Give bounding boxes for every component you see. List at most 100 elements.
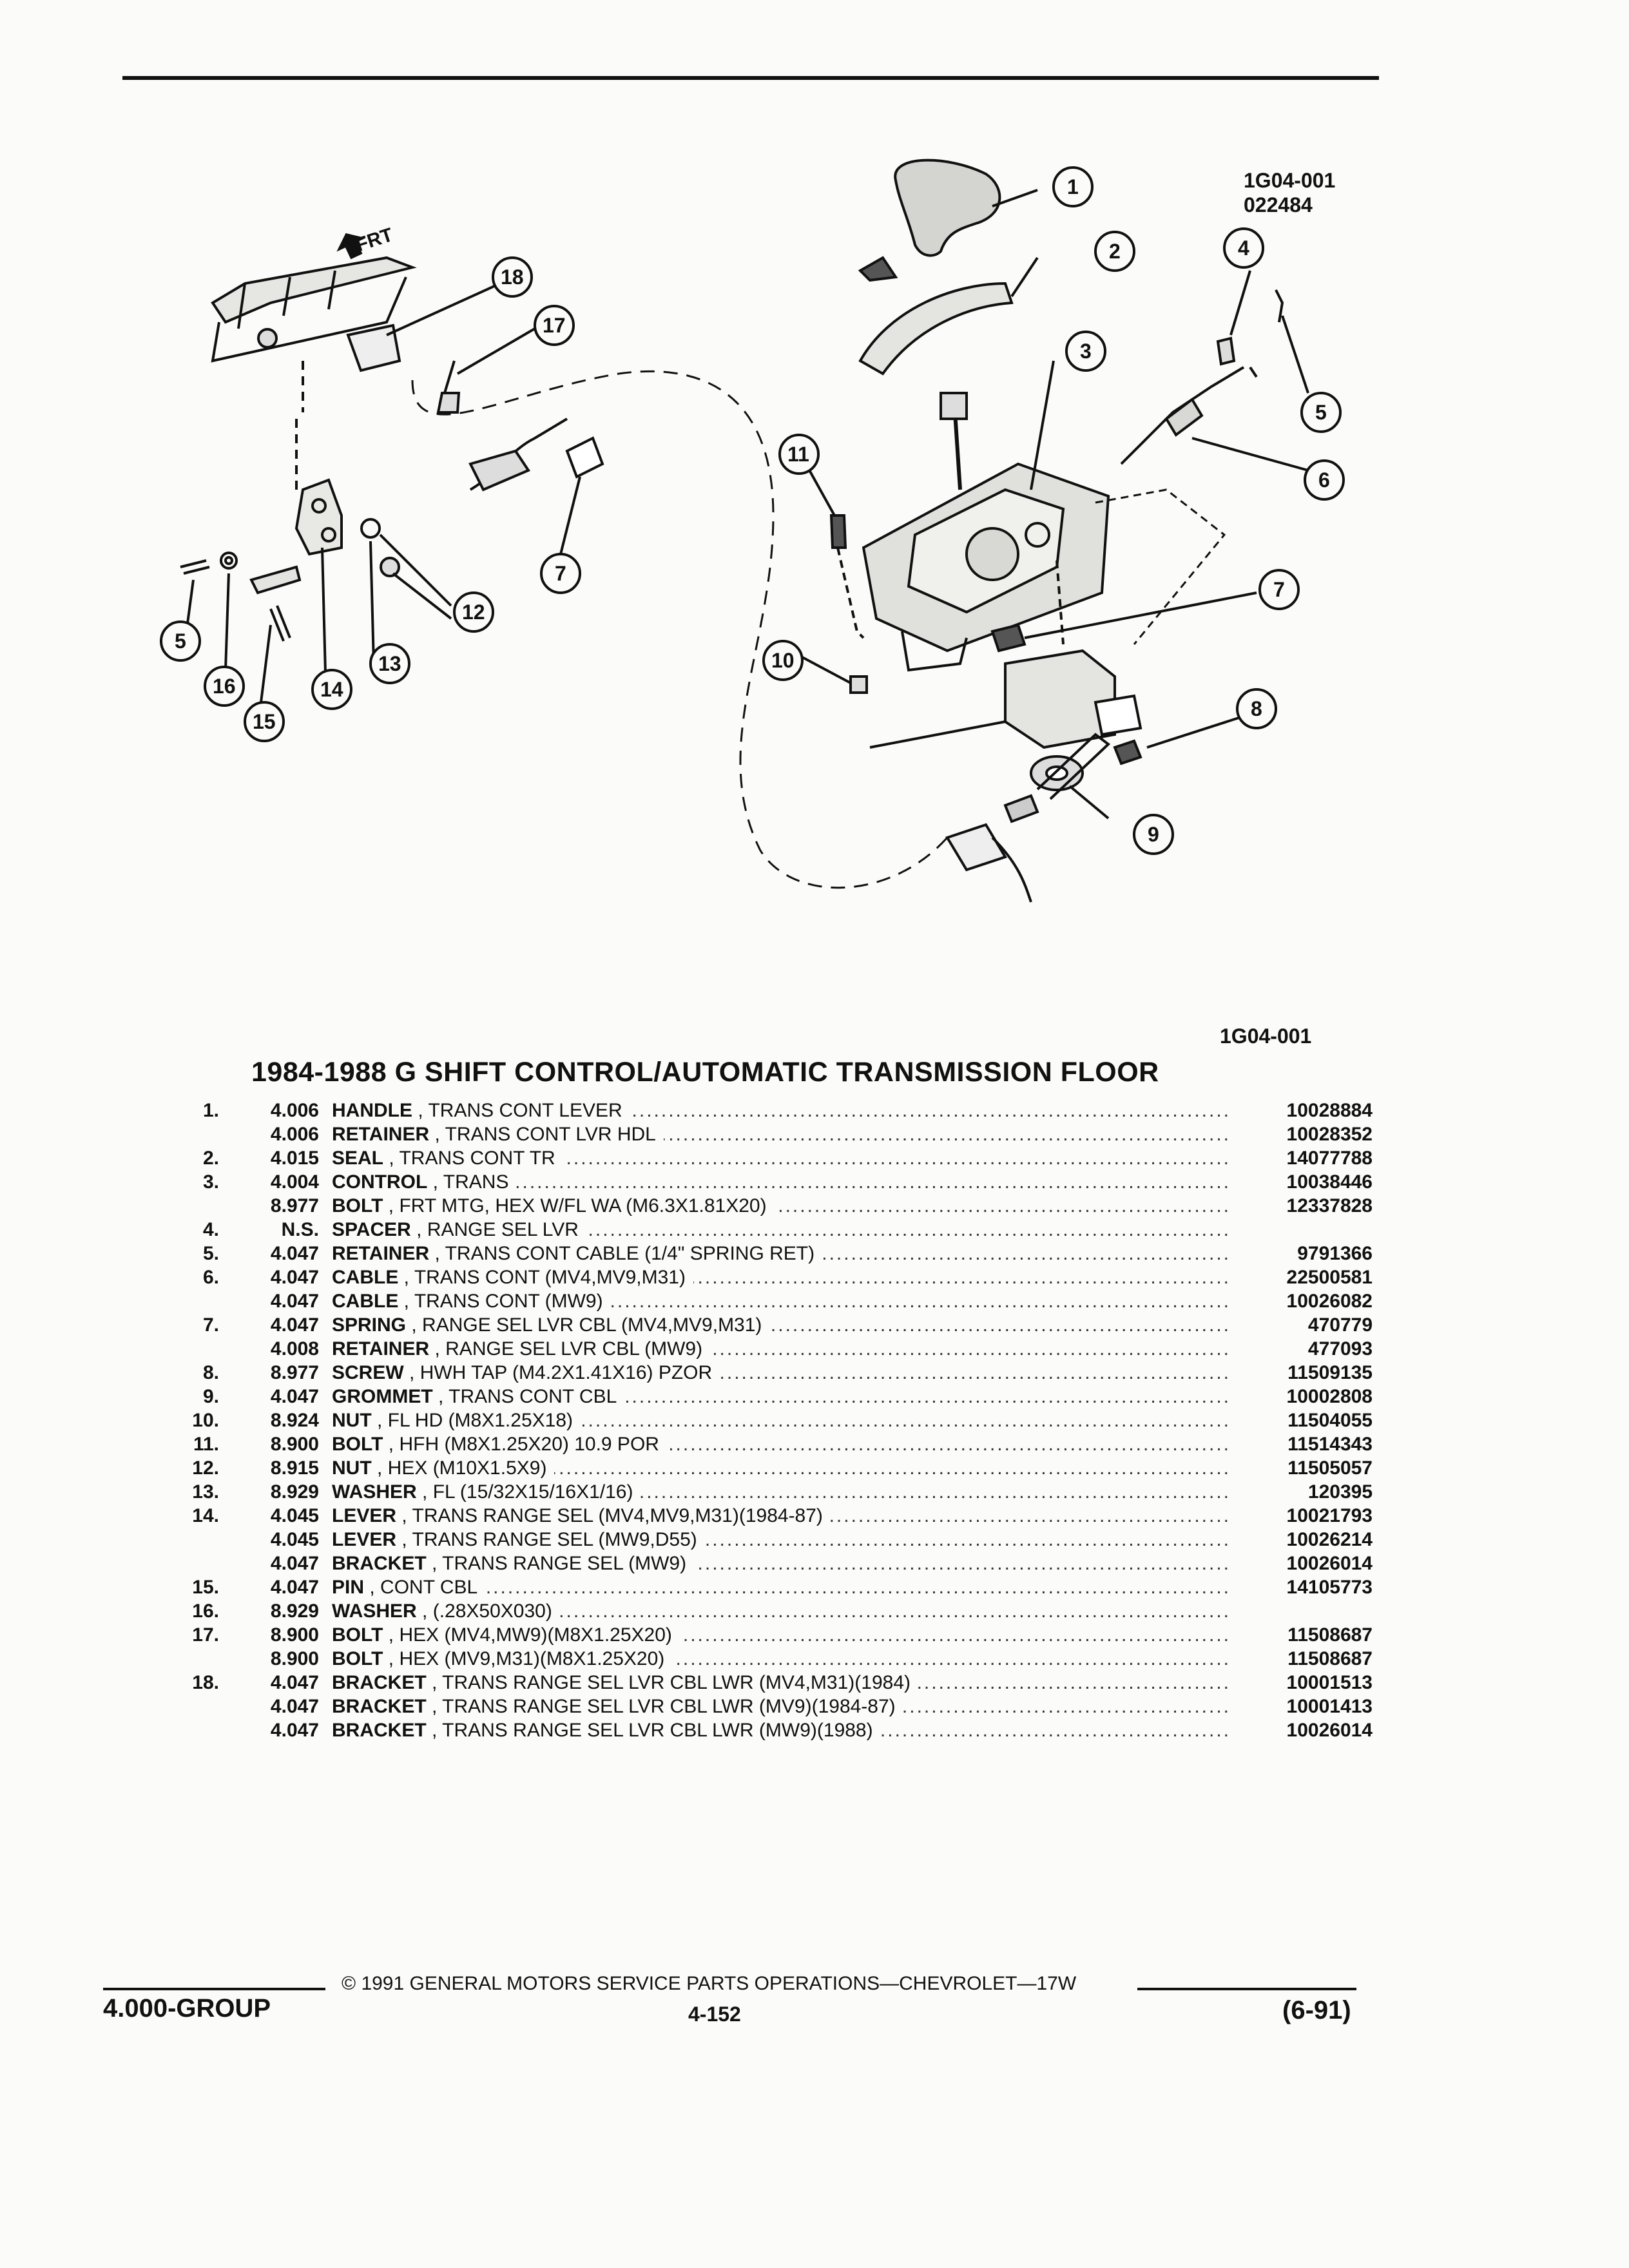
description-cell: ........................................…: [332, 1647, 1231, 1671]
table-row: 8.900...................................…: [161, 1647, 1373, 1671]
item-number: 2.: [202, 1148, 219, 1169]
table-row: 8.8.977.................................…: [161, 1361, 1373, 1385]
part-detail: HEX (M10X1.5X9): [387, 1457, 547, 1479]
callout-13: 13: [378, 652, 401, 675]
description-cell: ........................................…: [332, 1170, 1231, 1194]
part-name: CABLE: [332, 1291, 399, 1312]
part-number: 10026014: [1286, 1553, 1373, 1574]
description-cell: ........................................…: [332, 1480, 1231, 1504]
part-description: BRACKET , TRANS RANGE SEL LVR CBL LWR (M…: [332, 1695, 903, 1718]
illustration-ref-id: 1G04-001: [1244, 169, 1336, 192]
part-description: LEVER , TRANS RANGE SEL (MV4,MV9,M31)(19…: [332, 1504, 831, 1528]
part-number: 10038446: [1286, 1171, 1373, 1193]
part-number: 14077788: [1286, 1148, 1373, 1169]
part-number: 10026082: [1286, 1291, 1373, 1312]
part-detail: TRANS RANGE SEL LVR CBL LWR (MW9)(1988): [442, 1720, 873, 1741]
description-cell: ........................................…: [332, 1456, 1231, 1480]
part-detail: RANGE SEL LVR: [427, 1219, 579, 1240]
item-number: 1.: [202, 1100, 219, 1121]
group-number: 4.047: [270, 1696, 319, 1717]
part-name: LEVER: [332, 1529, 397, 1550]
part-number: 10028352: [1286, 1124, 1373, 1145]
part-name: BOLT: [332, 1624, 383, 1646]
group-number: 4.047: [270, 1314, 319, 1336]
part-name: LEVER: [332, 1505, 397, 1526]
part-description: HANDLE , TRANS CONT LEVER: [332, 1099, 630, 1122]
group-number: N.S.: [281, 1219, 319, 1240]
part-name: SEAL: [332, 1148, 384, 1169]
callout-12: 12: [462, 601, 485, 624]
footer-copyright: © 1991 GENERAL MOTORS SERVICE PARTS OPER…: [342, 1973, 1077, 1994]
part-number: 470779: [1307, 1314, 1373, 1336]
table-row: 3.4.004.................................…: [161, 1170, 1373, 1194]
part-description: CABLE , TRANS CONT (MW9): [332, 1289, 611, 1313]
callout-18: 18: [501, 265, 524, 289]
description-cell: ........................................…: [332, 1599, 1231, 1623]
footer-rule-right: [1137, 1988, 1356, 1990]
part-name: BOLT: [332, 1195, 383, 1216]
illustration-date-code: 022484: [1244, 193, 1313, 216]
group-number: 4.047: [270, 1291, 319, 1312]
item-number: 3.: [202, 1171, 219, 1193]
part-name: NUT: [332, 1457, 372, 1479]
description-cell: ........................................…: [332, 1099, 1231, 1122]
item-number: 12.: [192, 1457, 219, 1479]
group-number: 4.047: [270, 1386, 319, 1407]
part-number: 11509135: [1287, 1362, 1373, 1383]
item-number: 10.: [192, 1410, 219, 1431]
description-cell: ........................................…: [332, 1408, 1231, 1432]
description-cell: ........................................…: [332, 1361, 1231, 1385]
part-description: LEVER , TRANS RANGE SEL (MW9,D55): [332, 1528, 705, 1552]
description-cell: ........................................…: [332, 1695, 1231, 1718]
table-row: 5.4.047.................................…: [161, 1242, 1373, 1265]
part-description: BOLT , HEX (MV4,MW9)(M8X1.25X20): [332, 1623, 680, 1647]
part-name: RETAINER: [332, 1243, 430, 1264]
description-cell: ........................................…: [332, 1528, 1231, 1552]
part-number: 477093: [1307, 1338, 1373, 1360]
table-row: 17.8.900................................…: [161, 1623, 1373, 1647]
group-number: 8.929: [270, 1600, 319, 1622]
callout-7: 7: [1273, 578, 1285, 601]
table-row: 12.8.915................................…: [161, 1456, 1373, 1480]
description-cell: ........................................…: [332, 1337, 1231, 1361]
item-number: 9.: [202, 1386, 219, 1407]
part-name: WASHER: [332, 1481, 417, 1503]
part-detail: TRANS CONT (MV4,MV9,M31): [414, 1267, 686, 1288]
table-row: 1.4.006.................................…: [161, 1099, 1373, 1122]
table-row: 11.8.900................................…: [161, 1432, 1373, 1456]
description-cell: ........................................…: [332, 1194, 1231, 1218]
part-number: 12337828: [1286, 1195, 1373, 1216]
part-description: NUT , FL HD (M8X1.25X18): [332, 1408, 581, 1432]
part-name: GROMMET: [332, 1386, 433, 1407]
part-number: 10021793: [1286, 1505, 1373, 1526]
description-cell: ........................................…: [332, 1504, 1231, 1528]
description-cell: ........................................…: [332, 1146, 1231, 1170]
description-cell: ........................................…: [332, 1218, 1231, 1242]
table-row: 18.4.047................................…: [161, 1671, 1373, 1695]
callout-4: 4: [1238, 236, 1249, 260]
footer-page-number: 4-152: [688, 2003, 741, 2026]
part-detail: TRANS CONT TR: [399, 1148, 555, 1169]
callout-3: 3: [1080, 340, 1092, 363]
table-row: 4.008...................................…: [161, 1337, 1373, 1361]
top-rule: [122, 76, 1379, 80]
group-number: 8.900: [270, 1648, 319, 1669]
part-number: 22500581: [1286, 1267, 1373, 1288]
part-description: SCREW , HWH TAP (M4.2X1.41X16) PZOR: [332, 1361, 720, 1385]
callout-9: 9: [1148, 823, 1159, 846]
table-row: 4.N.S...................................…: [161, 1218, 1373, 1242]
group-number: 8.977: [270, 1362, 319, 1383]
parts-list: 1.4.006.................................…: [161, 1099, 1373, 1742]
group-number: 8.924: [270, 1410, 319, 1431]
part-description: WASHER , (.28X50X030): [332, 1599, 560, 1623]
part-detail: HFH (M8X1.25X20) 10.9 POR: [399, 1434, 659, 1455]
callout-8: 8: [1251, 697, 1262, 720]
part-name: BRACKET: [332, 1720, 427, 1741]
callout-17: 17: [543, 314, 566, 337]
callout-10: 10: [771, 649, 795, 672]
part-number: 10026014: [1286, 1720, 1373, 1741]
callout-6: 6: [1318, 468, 1330, 492]
part-description: RETAINER , TRANS CONT LVR HDL: [332, 1122, 664, 1146]
table-row: 4.047...................................…: [161, 1695, 1373, 1718]
part-name: RETAINER: [332, 1124, 430, 1145]
